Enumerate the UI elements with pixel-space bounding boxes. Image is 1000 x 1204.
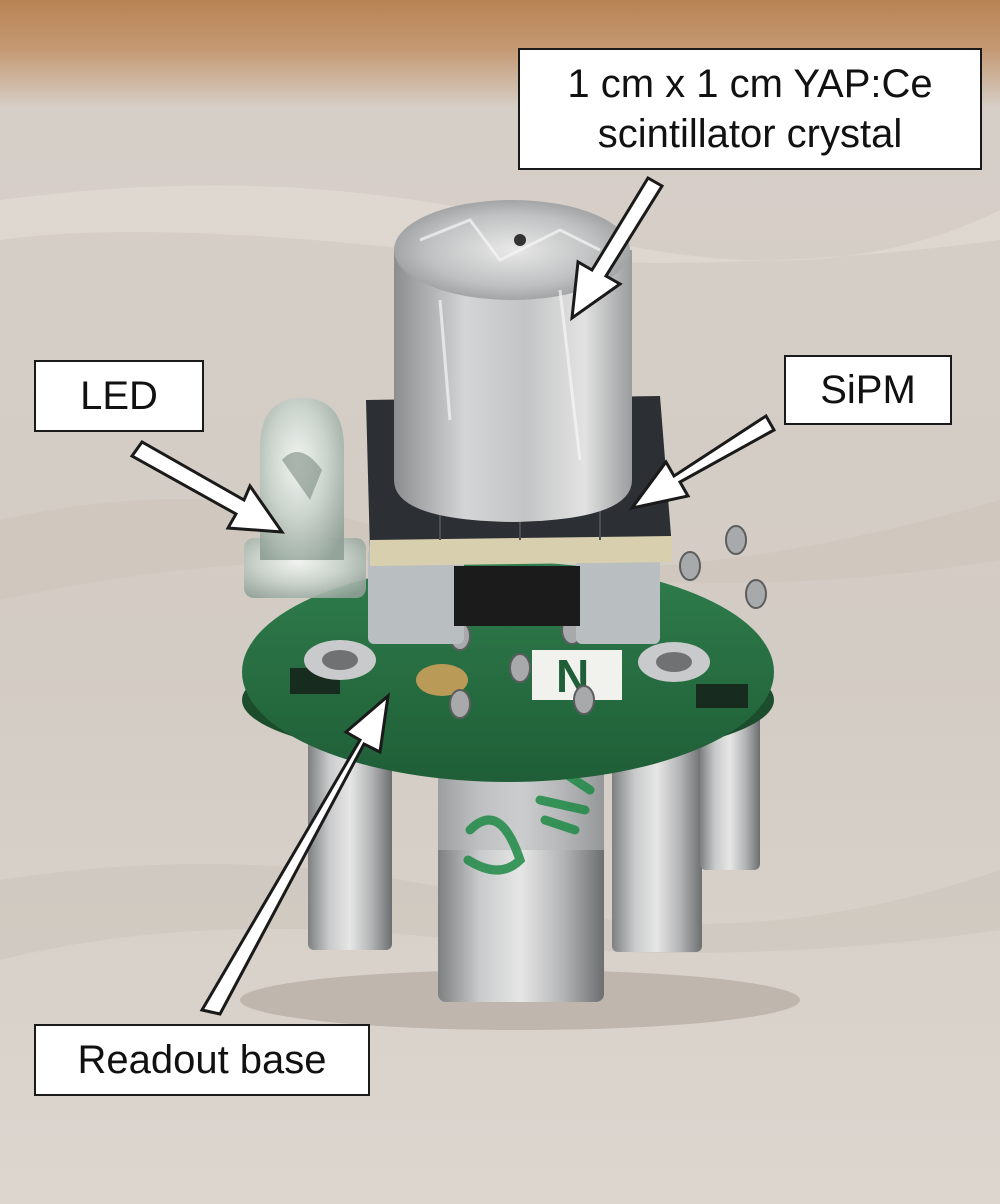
label-led: LED (34, 360, 204, 432)
label-scintillator-crystal: 1 cm x 1 cm YAP:Ce scintillator crystal (518, 48, 982, 170)
label-sipm: SiPM (784, 355, 952, 425)
label-crystal-line2: scintillator crystal (597, 112, 903, 156)
label-readout-base: Readout base (34, 1024, 370, 1096)
label-crystal-line1: 1 cm x 1 cm YAP:Ce (567, 62, 933, 106)
